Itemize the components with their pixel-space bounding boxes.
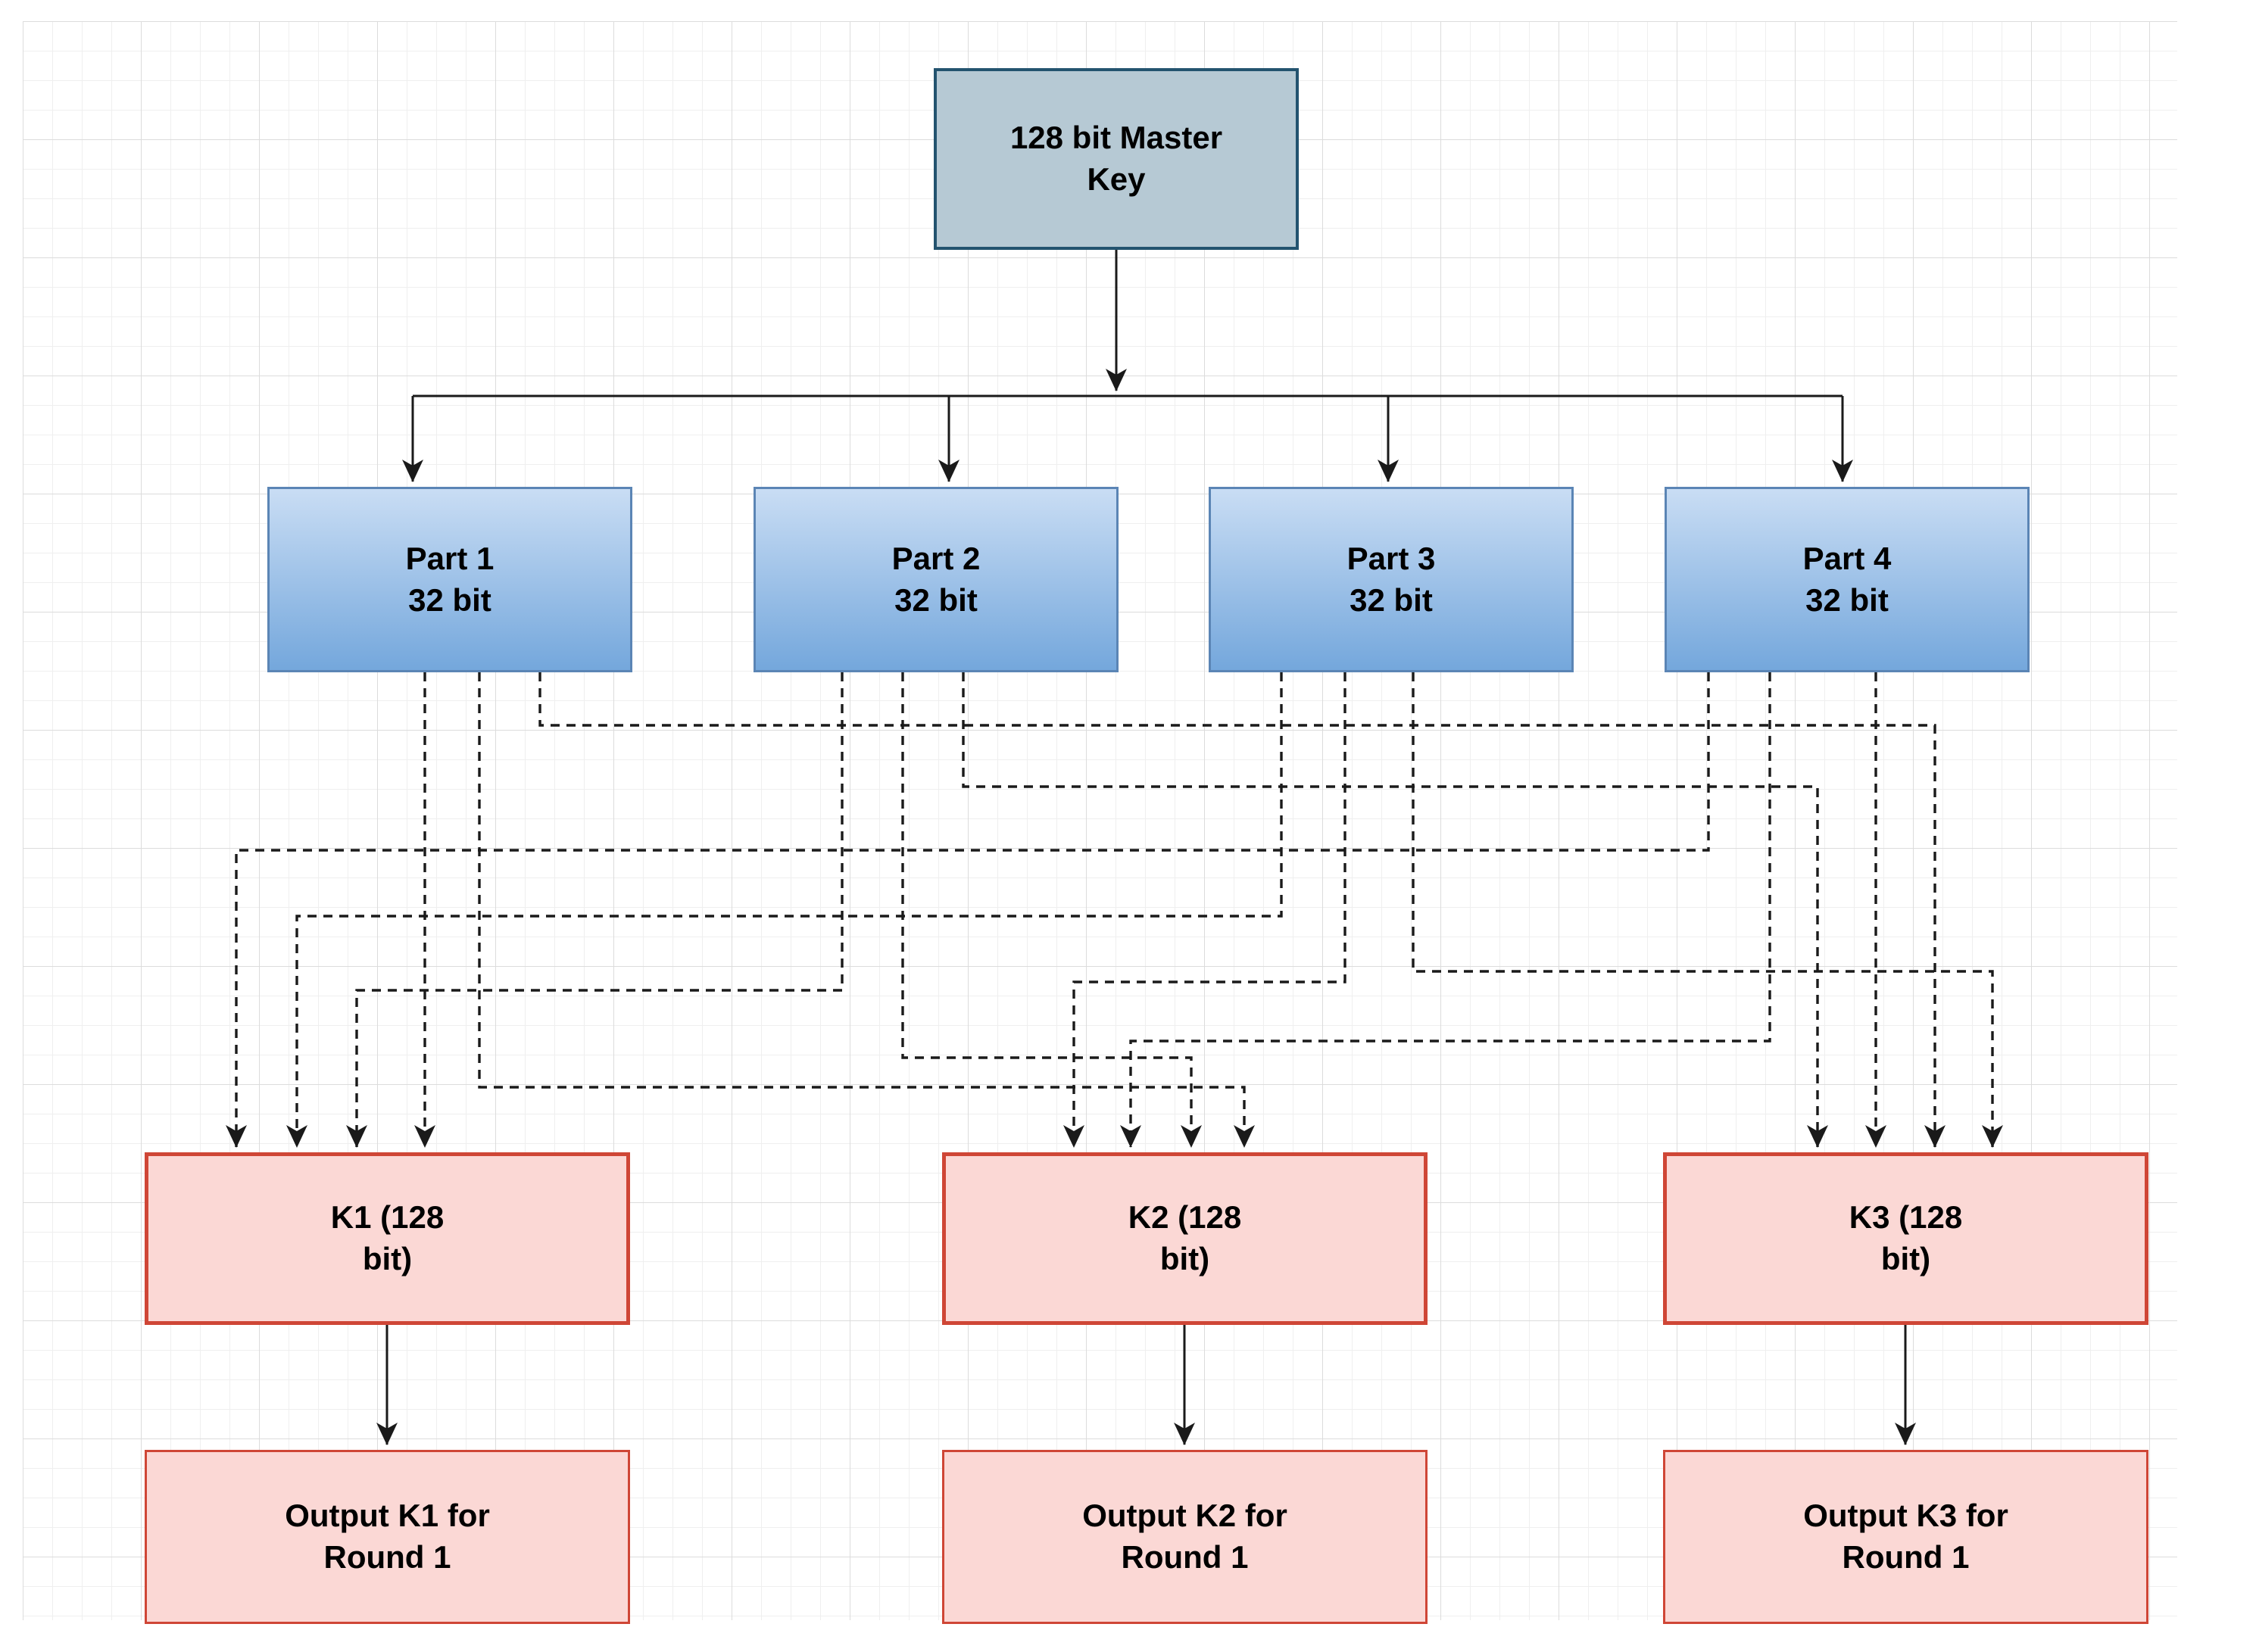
output-k3-label: Output K3 for Round 1 bbox=[1803, 1498, 2008, 1575]
edge-part2-to-k2 bbox=[901, 672, 1202, 1148]
edge-part4-to-k2 bbox=[1120, 672, 1771, 1148]
k2-label: K2 (128 bit) bbox=[1128, 1199, 1242, 1276]
master-key-label: 128 bit Master Key bbox=[1009, 120, 1223, 197]
node-part-1: Part 1 32 bit bbox=[267, 487, 632, 672]
node-part-2: Part 2 32 bit bbox=[754, 487, 1119, 672]
node-k3: K3 (128 bit) bbox=[1663, 1152, 2148, 1325]
part-3-label: Part 3 32 bit bbox=[1346, 540, 1436, 618]
node-output-k2: Output K2 for Round 1 bbox=[942, 1450, 1428, 1624]
k1-label: K1 (128 bit) bbox=[330, 1199, 445, 1276]
node-output-k3: Output K3 for Round 1 bbox=[1663, 1450, 2148, 1624]
edge-part2-to-k1 bbox=[346, 672, 844, 1148]
edge-part1-to-k2 bbox=[478, 672, 1255, 1148]
edge-part3-to-k2 bbox=[1063, 672, 1346, 1148]
edge-part3-to-k1 bbox=[286, 672, 1283, 1148]
node-output-k1: Output K1 for Round 1 bbox=[145, 1450, 630, 1624]
edge-part3-to-k3 bbox=[1412, 672, 2003, 1148]
part-2-label: Part 2 32 bit bbox=[891, 540, 981, 618]
node-part-3: Part 3 32 bit bbox=[1209, 487, 1574, 672]
edge-part2-to-k3 bbox=[962, 672, 1828, 1148]
part-1-label: Part 1 32 bit bbox=[405, 540, 495, 618]
output-k2-label: Output K2 for Round 1 bbox=[1082, 1498, 1287, 1575]
node-part-4: Part 4 32 bit bbox=[1665, 487, 2030, 672]
output-k1-label: Output K1 for Round 1 bbox=[285, 1498, 490, 1575]
edge-part4-to-k1 bbox=[226, 672, 1710, 1148]
part-4-label: Part 4 32 bit bbox=[1802, 540, 1892, 618]
node-k1: K1 (128 bit) bbox=[145, 1152, 630, 1325]
node-k2: K2 (128 bit) bbox=[942, 1152, 1428, 1325]
edge-part1-to-k3 bbox=[538, 672, 1946, 1148]
node-master-key: 128 bit Master Key bbox=[934, 68, 1299, 250]
k3-label: K3 (128 bit) bbox=[1849, 1199, 1963, 1276]
